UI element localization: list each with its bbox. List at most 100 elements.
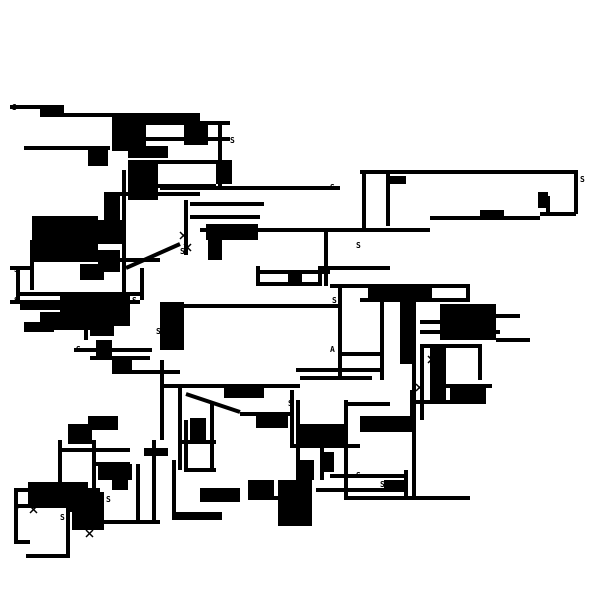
solid-block bbox=[430, 346, 446, 400]
corridor-h bbox=[14, 504, 90, 508]
corridor-h bbox=[160, 304, 340, 308]
corridor-h bbox=[40, 113, 120, 117]
corridor-v bbox=[344, 400, 348, 500]
solid-block bbox=[32, 216, 98, 260]
corridor-h bbox=[74, 348, 152, 352]
corridor-h bbox=[14, 540, 30, 544]
corridor-h bbox=[316, 488, 404, 492]
solid-block bbox=[298, 460, 314, 480]
station-marker: S bbox=[230, 136, 235, 145]
solid-block bbox=[20, 300, 60, 310]
solid-block bbox=[368, 284, 432, 298]
corridor-h bbox=[256, 282, 320, 286]
map-hatched-tiles bbox=[29, 231, 436, 538]
station-marker: S bbox=[14, 503, 19, 512]
station-marker: S bbox=[180, 247, 185, 256]
corridor-v bbox=[140, 268, 144, 300]
hatched-tile bbox=[47, 495, 56, 504]
corridor-v bbox=[58, 440, 62, 500]
solid-block bbox=[224, 384, 264, 398]
corridor-v bbox=[136, 464, 140, 520]
corridor-h bbox=[496, 314, 520, 318]
corridor-h bbox=[184, 468, 216, 472]
hatched-tile bbox=[47, 487, 56, 496]
station-marker: S bbox=[132, 296, 137, 305]
corridor-h bbox=[180, 440, 216, 444]
alt-marker: A bbox=[330, 345, 335, 354]
corridor-h bbox=[540, 212, 576, 216]
station-marker: S bbox=[14, 265, 19, 274]
solid-block bbox=[144, 448, 168, 456]
hatched-tile bbox=[427, 355, 436, 364]
station-marker: S bbox=[288, 399, 293, 408]
corridor-v bbox=[92, 440, 96, 520]
corridor-h bbox=[160, 186, 340, 190]
corridor-v bbox=[160, 360, 164, 440]
solid-block bbox=[68, 424, 92, 444]
corridor-v bbox=[256, 266, 260, 286]
hatched-tile bbox=[71, 487, 80, 496]
corridor-h bbox=[112, 121, 230, 125]
corridor-h bbox=[120, 192, 200, 196]
corridor-v bbox=[16, 266, 20, 300]
hatched-tile bbox=[107, 255, 116, 264]
corridor-h bbox=[32, 258, 160, 262]
corridor-h bbox=[420, 320, 460, 324]
corridor-h bbox=[296, 368, 380, 372]
station-marker: S bbox=[76, 345, 81, 354]
corridor-v bbox=[386, 170, 390, 226]
corridor-h bbox=[176, 516, 222, 520]
corridor-v bbox=[184, 200, 188, 255]
solid-block bbox=[184, 121, 208, 145]
corridor-h bbox=[300, 376, 372, 380]
hatched-tile bbox=[183, 243, 192, 252]
solid-block bbox=[384, 480, 406, 490]
hatched-tile bbox=[415, 383, 424, 392]
corridor-v bbox=[324, 230, 328, 286]
alt-marker: A bbox=[54, 233, 59, 242]
corridor-h bbox=[10, 105, 64, 109]
corridor-h bbox=[386, 228, 430, 232]
corridor-h bbox=[420, 330, 500, 334]
corridor-v bbox=[420, 344, 424, 420]
solid-block bbox=[98, 220, 126, 244]
station-marker: S bbox=[156, 327, 161, 336]
station-marker: S bbox=[98, 465, 103, 474]
corridor-v bbox=[574, 170, 578, 214]
solid-block bbox=[190, 418, 206, 444]
corridor-v bbox=[338, 284, 342, 380]
solid-block bbox=[480, 210, 504, 220]
corridor-v bbox=[318, 266, 322, 286]
corridor-h bbox=[330, 474, 404, 478]
solid-block bbox=[88, 146, 108, 166]
solid-block bbox=[450, 384, 486, 404]
solid-block bbox=[160, 302, 184, 350]
corridor-h bbox=[190, 202, 264, 206]
corridor-h bbox=[410, 400, 440, 404]
solid-block bbox=[298, 424, 346, 446]
solid-block bbox=[112, 113, 200, 121]
corridor-v bbox=[178, 384, 182, 470]
solid-block bbox=[278, 480, 312, 526]
corridor-h bbox=[112, 370, 180, 374]
corridor-v bbox=[546, 196, 550, 214]
corridor-h bbox=[26, 554, 70, 558]
station-marker: S bbox=[60, 513, 65, 522]
station-marker: S bbox=[82, 238, 87, 247]
solid-block bbox=[208, 240, 222, 260]
solid-block bbox=[360, 416, 416, 432]
corridor-h bbox=[146, 137, 230, 141]
solid-block bbox=[322, 452, 334, 472]
corridor-h bbox=[190, 215, 260, 219]
solid-block bbox=[256, 414, 288, 428]
corridor-v bbox=[380, 300, 384, 380]
hatched-tile bbox=[29, 505, 38, 514]
corridor-v bbox=[152, 440, 156, 520]
corridor-h bbox=[320, 266, 390, 270]
solid-block bbox=[70, 492, 104, 512]
hatched-tile bbox=[85, 529, 94, 538]
station-marker: S bbox=[98, 221, 103, 230]
corridor-v bbox=[210, 404, 214, 470]
station-marker: S bbox=[356, 471, 361, 480]
corridor-h bbox=[146, 160, 218, 164]
